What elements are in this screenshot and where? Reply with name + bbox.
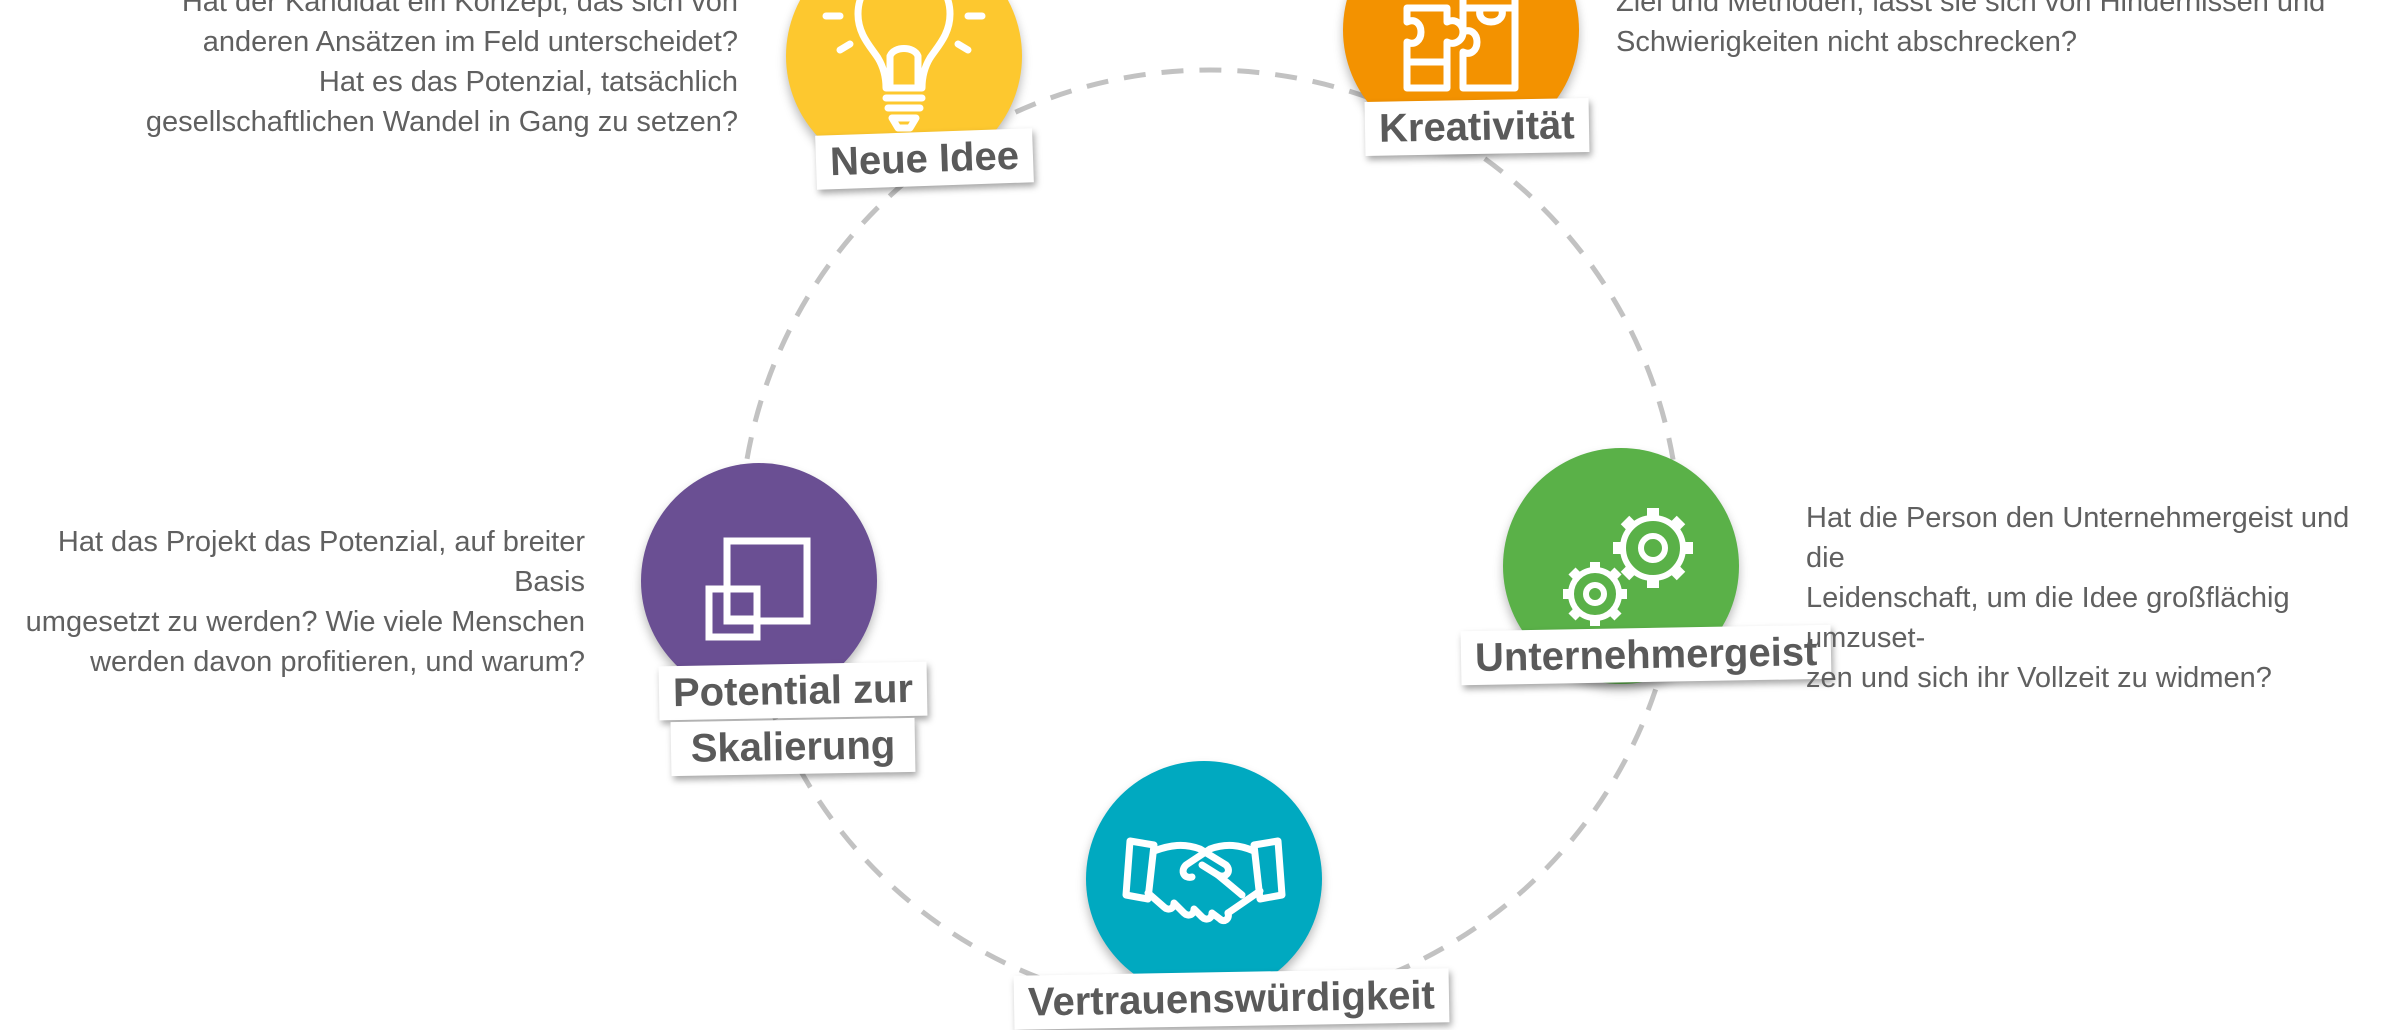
desc-line: zen und sich ihr Vollzeit zu widmen? bbox=[1806, 662, 2272, 694]
idea-description: Hat der Kandidat ein Konzept, das sich v… bbox=[118, 0, 738, 142]
gears-icon bbox=[1563, 508, 1693, 626]
puzzle-icon bbox=[1403, 0, 1519, 92]
desc-line: gesellschaftlichen Wandel in Gang zu set… bbox=[145, 106, 738, 138]
desc-line: anderen Ansätzen im Feld unterscheidet? bbox=[202, 26, 738, 58]
creativity-description: Ziel und Methoden, lässt sie sich von Hi… bbox=[1616, 0, 2376, 62]
creativity-label: Kreativität bbox=[1364, 98, 1590, 156]
trust-label: Vertrauenswürdigkeit bbox=[1013, 968, 1450, 1030]
desc-line: Hat die Person den Unternehmergeist und … bbox=[1806, 502, 2350, 574]
handshake-icon bbox=[1122, 837, 1286, 925]
scale-label-line-1: Potential zur bbox=[658, 661, 928, 721]
desc-line: Leidenschaft, um die Idee großflächig um… bbox=[1806, 582, 2290, 654]
entrepreneur-description: Hat die Person den Unternehmergeist und … bbox=[1806, 498, 2376, 698]
lightbulb-icon bbox=[822, 0, 986, 132]
desc-line: Hat das Projekt das Potenzial, auf breit… bbox=[57, 526, 585, 598]
scale-description: Hat das Projekt das Potenzial, auf breit… bbox=[0, 522, 585, 682]
entrepreneur-label: Unternehmergeist bbox=[1460, 624, 1832, 686]
scale-label-line-2: Skalierung bbox=[670, 717, 916, 777]
desc-line: Hat es das Potenzial, tatsächlich bbox=[318, 66, 738, 98]
desc-line: Hat der Kandidat ein Konzept, das sich v… bbox=[181, 0, 738, 18]
squares-icon bbox=[705, 537, 811, 641]
scale-label: Potential zur Skalierung bbox=[645, 661, 941, 777]
desc-line: werden davon profitieren, und warum? bbox=[90, 646, 585, 678]
scale-circle bbox=[641, 463, 877, 699]
desc-line: Ziel und Methoden, lässt sie sich von Hi… bbox=[1616, 0, 2326, 18]
desc-line: umgesetzt zu werden? Wie viele Menschen bbox=[25, 606, 585, 638]
desc-line: Schwierigkeiten nicht abschrecken? bbox=[1616, 26, 2078, 58]
idea-label: Neue Idee bbox=[815, 128, 1034, 190]
trust-circle bbox=[1086, 761, 1322, 997]
